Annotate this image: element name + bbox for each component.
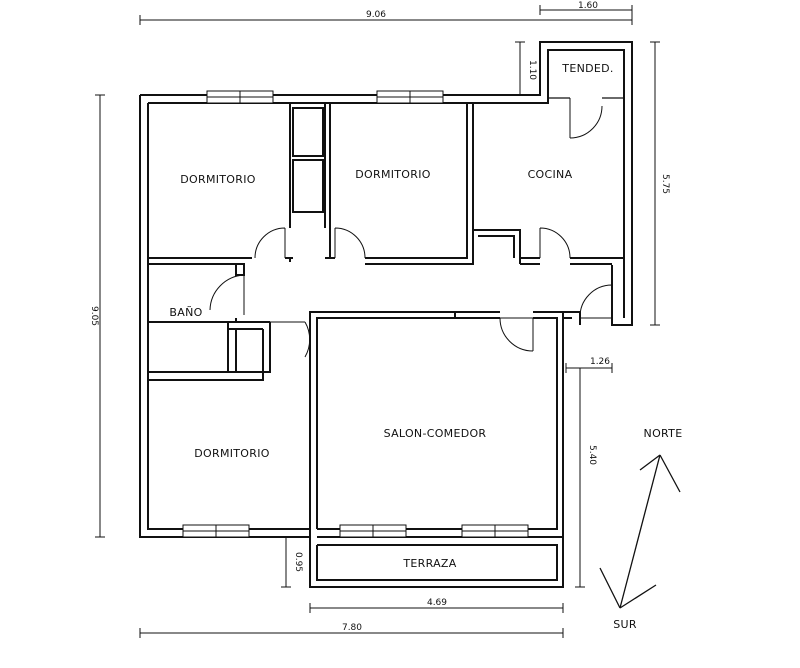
door-tendedero [569,98,603,139]
dim-top-tendedero: 1.60 [578,1,598,11]
room-label-dormitorio-2: DORMITORIO [355,168,430,181]
room-label-salon-comedor: SALON-COMEDOR [384,427,487,440]
room-label-dormitorio-1: DORMITORIO [180,173,255,186]
compass-arrow [599,454,681,609]
door-cocina [539,227,571,259]
door-bano [209,274,245,315]
dim-right-lower: 5.40 [587,445,597,465]
dim-left-total: 9.05 [89,306,99,326]
room-label-dormitorio-3: DORMITORIO [194,447,269,460]
room-label-bano: BAÑO [169,306,202,319]
dimension-lines [95,5,660,638]
windows [182,90,529,538]
door-entrada [579,284,613,319]
compass-south-label: SUR [613,618,637,631]
doors [209,98,613,358]
door-dormitorio-2 [334,227,366,259]
door-salon [499,317,534,352]
interior-walls [148,103,624,381]
compass-north-label: NORTE [644,427,683,440]
room-label-tendedero: TENDED. [561,62,613,75]
door-dormitorio-1 [254,227,286,259]
room-label-cocina: COCINA [528,168,573,181]
room-label-terraza: TERRAZA [402,557,456,570]
dim-bottom-total: 7.80 [342,623,362,633]
dim-right-offset: 1.26 [590,357,610,367]
dim-top-total: 9.06 [366,10,386,20]
dim-tendedero-depth: 1.10 [527,60,537,80]
dim-terraza-depth: 0.95 [293,552,303,572]
dim-right-upper: 5.75 [660,174,670,194]
outer-walls [139,41,633,588]
door-dormitorio-3 [270,321,311,358]
dim-terraza-width: 4.69 [427,598,447,608]
